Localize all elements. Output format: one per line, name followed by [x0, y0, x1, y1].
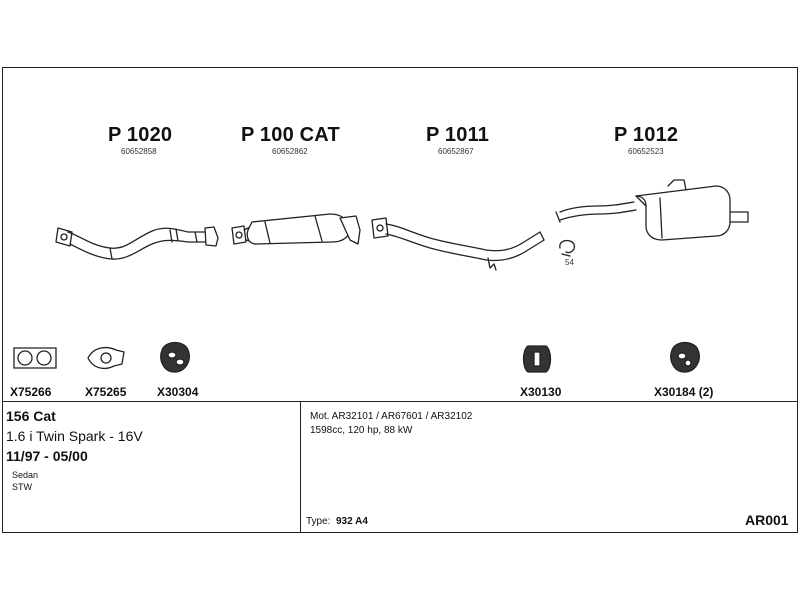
vehicle-body-sedan: Sedan [12, 470, 39, 480]
accessory-label-x30130: X30130 [520, 385, 562, 399]
catalytic-converter-p100cat [231, 213, 361, 245]
diagram-frame [2, 67, 798, 533]
gasket-x75265-icon [87, 346, 125, 370]
motor-specs: 1598cc, 120 hp, 88 kW [310, 425, 413, 436]
accessory-label-x75266: X75266 [10, 385, 52, 399]
gasket-x75266-icon [13, 347, 57, 369]
divider-vertical [300, 401, 301, 533]
middle-pipe-p1011 [371, 217, 545, 271]
accessory-label-x30304: X30304 [157, 385, 199, 399]
clamp-size-label: 54 [565, 258, 574, 267]
front-pipe-p1020 [55, 226, 219, 260]
part-number-p1020: 60652858 [121, 147, 157, 156]
clamp-54 [559, 239, 576, 257]
part-code-p1020: P 1020 [108, 124, 173, 146]
rubber-mount-x30184-icon [670, 341, 700, 373]
part-code-p100cat: P 100 CAT [241, 124, 340, 146]
vehicle-engine: 1.6 i Twin Spark - 16V [6, 428, 143, 444]
type-label: Type: [306, 516, 331, 527]
diagram-code: AR001 [745, 512, 789, 528]
part-number-p1012: 60652523 [628, 147, 664, 156]
part-number-p1011: 60652867 [438, 147, 474, 156]
vehicle-model: 156 Cat [6, 408, 56, 424]
accessory-label-x30184: X30184 (2) [654, 385, 714, 399]
part-code-p1011: P 1011 [426, 124, 490, 146]
part-code-p1012: P 1012 [614, 124, 679, 146]
accessory-label-x75265: X75265 [85, 385, 127, 399]
divider-horizontal [2, 401, 798, 402]
rear-silencer-p1012 [555, 179, 749, 241]
vehicle-years: 11/97 - 05/00 [6, 448, 88, 464]
motor-codes: Mot. AR32101 / AR67601 / AR32102 [310, 411, 473, 422]
part-number-p100cat: 60652862 [272, 147, 308, 156]
rubber-mount-x30130-icon [522, 345, 552, 373]
type-value: 932 A4 [336, 516, 368, 527]
vehicle-body-stw: STW [12, 482, 32, 492]
rubber-mount-x30304-icon [160, 341, 190, 373]
